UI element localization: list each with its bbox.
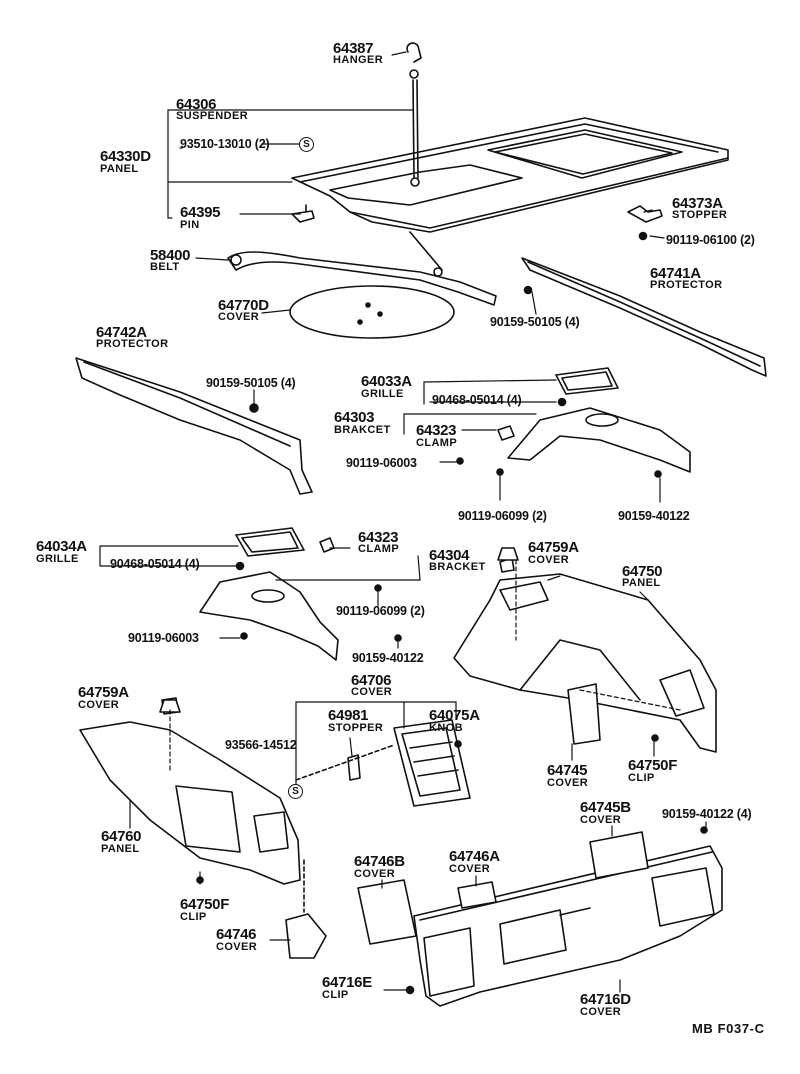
stopper-lid-number: 64981 — [328, 707, 369, 724]
s-symbol-icon: S — [299, 137, 314, 152]
stopper-top-number: 64373A — [672, 195, 723, 212]
clamp-left-name: CLAMP — [358, 543, 400, 555]
bolt-90119-06003-right-number: 90119-06003 — [346, 456, 417, 470]
cover-64746A-number: 64746A — [449, 848, 500, 865]
panel-right-name: PANEL — [622, 577, 661, 589]
cover-64746B-name: COVER — [354, 868, 396, 880]
panel-left-name: PANEL — [101, 843, 140, 855]
cover-cap-right-number: 64759A — [528, 539, 579, 556]
cover-cap-right — [497, 547, 519, 561]
bolt-90119-06003-left-number: 90119-06003 — [128, 631, 199, 645]
pin-number: 64395 — [180, 204, 221, 221]
clip-right-number: 64750F — [628, 757, 678, 774]
hanger-suspender — [406, 42, 422, 187]
bracket-right-number: 64303 — [334, 409, 375, 426]
cover-64746-name: COVER — [216, 941, 258, 953]
protector-left-name: PROTECTOR — [96, 338, 169, 350]
cover-lid-number: 64706 — [351, 672, 392, 689]
cover-64716D-part — [357, 826, 723, 1007]
cover-lid-part — [295, 719, 471, 807]
protector-right-number: 64741A — [650, 265, 701, 282]
protector-right-name: PROTECTOR — [650, 279, 723, 291]
protector-right — [521, 257, 767, 377]
clamp-right-name: CLAMP — [416, 437, 458, 449]
clip-right-name: CLIP — [628, 772, 655, 784]
screw-90159-50105-right-number: 90159-50105 (4) — [490, 315, 580, 329]
belt-number: 58400 — [150, 247, 191, 264]
bracket-left-number: 64304 — [429, 547, 470, 564]
s-symbol-icon-2: S — [288, 784, 303, 799]
screw-90159-50105-left-number: 90159-50105 (4) — [206, 376, 296, 390]
cover-64745-number: 64745 — [547, 762, 588, 779]
panel-left-number: 64760 — [101, 828, 142, 845]
cover-disc-name: COVER — [218, 311, 260, 323]
cover-cap-right-name: COVER — [528, 554, 570, 566]
clip-left-number: 64750F — [180, 896, 230, 913]
stopper-lid-name: STOPPER — [328, 722, 384, 734]
panel-right-part — [453, 557, 717, 753]
panel-top-name: PANEL — [100, 163, 139, 175]
cover-64745-name: COVER — [547, 777, 589, 789]
bracket-left-name: BRACKET — [429, 561, 486, 573]
bracket-left-assembly — [199, 527, 402, 661]
screw-93510-number: 93510-13010 (2) — [180, 137, 270, 151]
belt-name: BELT — [150, 261, 180, 273]
cover-cap-left-number: 64759A — [78, 684, 129, 701]
cover-64746-part — [285, 859, 327, 959]
cover-64716D-number: 64716D — [580, 991, 631, 1008]
screw-90468-right-number: 90468-05014 (4) — [432, 393, 522, 407]
panel-top-number: 64330D — [100, 148, 151, 165]
pin-name: PIN — [180, 219, 200, 231]
clamp-left-number: 64323 — [358, 529, 399, 546]
screw-93566-number: 93566-14512 — [225, 738, 297, 752]
cover-disc-number: 64770D — [218, 297, 269, 314]
stopper-top-name: STOPPER — [672, 209, 728, 221]
cover-64716D-name: COVER — [580, 1006, 622, 1018]
cover-64746-number: 64746 — [216, 926, 257, 943]
hanger-number: 64387 — [333, 40, 374, 57]
screw-90468-left-number: 90468-05014 (4) — [110, 557, 200, 571]
bolt-90119-06100-number: 90119-06100 (2) — [666, 233, 755, 247]
belt-part — [227, 251, 497, 306]
clip-left-name: CLIP — [180, 911, 207, 923]
cover-64745B-number: 64745B — [580, 799, 631, 816]
bolt-90119-06099-right-number: 90119-06099 (2) — [458, 509, 547, 523]
grille-left-name: GRILLE — [36, 553, 79, 565]
leader-lines — [99, 51, 707, 993]
clip-90159-40122-right-number: 90159-40122 — [618, 509, 690, 523]
stopper-part — [627, 205, 663, 241]
grille-right-name: GRILLE — [361, 388, 404, 400]
cover-cap-left-name: COVER — [78, 699, 120, 711]
grille-left-number: 64034A — [36, 538, 87, 555]
cover-disc — [289, 285, 455, 339]
knob-number: 64075A — [429, 707, 480, 724]
grille-right-number: 64033A — [361, 373, 412, 390]
bolt-90119-06099-left-number: 90119-06099 (2) — [336, 604, 425, 618]
clip-64716E-number: 64716E — [322, 974, 372, 991]
package-tray-panel — [291, 117, 729, 271]
suspender-name: SUSPENDER — [176, 110, 249, 122]
diagram-code: MB F037-C — [692, 1021, 765, 1036]
bracket-right-name: BRAKCET — [334, 424, 391, 436]
cover-cap-left — [159, 699, 181, 713]
cover-lid-name: COVER — [351, 686, 393, 698]
protector-left-number: 64742A — [96, 324, 147, 341]
cover-64746B-number: 64746B — [354, 853, 405, 870]
suspender-number: 64306 — [176, 96, 217, 113]
clip-90159-40122-4-number: 90159-40122 (4) — [662, 807, 752, 821]
cover-64745B-name: COVER — [580, 814, 622, 826]
clamp-right-number: 64323 — [416, 422, 457, 439]
panel-right-number: 64750 — [622, 563, 663, 580]
panel-left-part — [79, 697, 301, 885]
knob-name: KNOB — [429, 722, 463, 734]
clip-64716E-name: CLIP — [322, 989, 349, 1001]
cover-64746A-name: COVER — [449, 863, 491, 875]
clip-90159-40122-left-number: 90159-40122 — [352, 651, 424, 665]
hanger-name: HANGER — [333, 54, 384, 66]
bracket-right-assembly — [456, 367, 691, 478]
